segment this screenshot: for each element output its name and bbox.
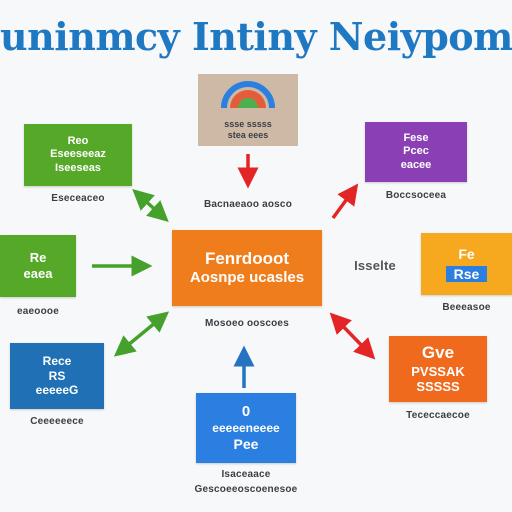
- center-node: Fenrdooot Aosnpe ucasles: [172, 230, 322, 306]
- top-left-line-1: Reo: [67, 135, 89, 148]
- top-card-line-2: stea eees: [227, 129, 269, 140]
- center-line-2: Aosnpe ucasles: [189, 269, 305, 287]
- top-image-card: ssse sssss stea eees: [198, 74, 298, 146]
- right-caption: Beeeasoe: [442, 302, 491, 313]
- right-line-2: Rse: [445, 265, 488, 283]
- top-right-line-2: Pcec: [403, 145, 429, 158]
- bottom-left-line-1: Rece: [42, 354, 72, 369]
- top-caption: Bacnaeaoo aosco: [203, 199, 293, 210]
- bottom-right-line-3: SSSSS: [416, 379, 460, 395]
- bottom-left-line-2: RS: [48, 368, 66, 383]
- right-node: Fe Rse: [421, 233, 512, 295]
- top-card-line-1: ssse sssss: [224, 119, 272, 129]
- page-title: uninmcy Intiny Neiypom: [0, 14, 512, 59]
- left-line-2: eaea: [23, 266, 53, 281]
- right-line-1: Fe: [458, 245, 475, 262]
- top-left-node: Reo Eseeseeaz Iseeseas: [24, 124, 132, 186]
- top-right-line-1: Fese: [403, 132, 429, 145]
- top-right-node: Fese Pcec eacee: [365, 122, 467, 182]
- bottom-right-node: Gve PVSSAK SSSSS: [389, 336, 487, 402]
- bottom-line-2: eeeeeneeee: [212, 421, 280, 436]
- bottom-line-1: 0: [241, 403, 251, 421]
- bottom-right-caption: Tececcaecoe: [406, 410, 470, 421]
- bottom-caption-1: Isaceaace: [221, 469, 271, 480]
- top-left-line-3: Iseeseas: [55, 161, 101, 174]
- bottom-left-line-3: eeeeeG: [35, 383, 79, 398]
- center-line-1: Fenrdooot: [204, 248, 290, 268]
- top-right-line-3: eacee: [400, 158, 432, 171]
- bottom-left-caption: Ceeeeeece: [30, 416, 84, 427]
- left-caption: eaeoooe: [17, 306, 59, 317]
- arrow-top-right: [331, 183, 359, 220]
- arrow-bottom-left: [113, 311, 170, 357]
- right-side-text: Isselte: [354, 258, 396, 273]
- bottom-node: 0 eeeeeneeee Pee: [196, 393, 296, 463]
- bottom-right-line-2: PVSSAK: [411, 363, 465, 379]
- arrow-bottom-right: [329, 312, 376, 360]
- top-right-caption: Boccsoceea: [385, 190, 447, 201]
- bottom-caption-2: Gescoeeoscoenesoe: [194, 484, 298, 495]
- left-node: Re eaea: [0, 235, 76, 297]
- left-line-1: Re: [29, 250, 47, 266]
- top-left-caption: Eseceaceo: [51, 193, 105, 204]
- bottom-right-line-1: Gve: [421, 343, 455, 363]
- top-left-line-2: Eseeseeaz: [50, 148, 106, 161]
- center-caption: Mosoeo ooscoes: [205, 318, 289, 329]
- bottom-line-3: Pee: [233, 435, 259, 452]
- bottom-left-node: Rece RS eeeeeG: [10, 343, 104, 409]
- arc-icon: [221, 81, 275, 109]
- arrow-top-left: [132, 188, 169, 223]
